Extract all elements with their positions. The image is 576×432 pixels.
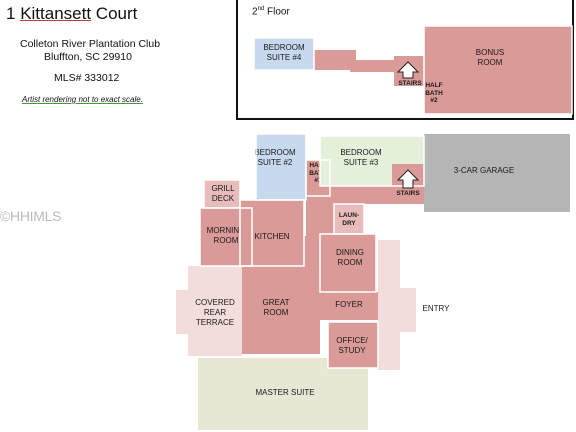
master-suite bbox=[198, 358, 368, 430]
wall-bedroom-2 bbox=[255, 133, 307, 201]
second-floor-hall-2 bbox=[350, 60, 394, 72]
bedroom-suite-2 bbox=[256, 134, 306, 200]
dining-room-label: DINING ROOM bbox=[336, 248, 364, 267]
office-study-label: OFFICE/ STUDY bbox=[336, 336, 368, 355]
hallway-center bbox=[306, 196, 334, 236]
half-bath-1-label: HALF BATH #1 bbox=[309, 162, 327, 184]
wall-bedroom-3 bbox=[319, 135, 425, 187]
kitchen-label: KITCHEN bbox=[254, 232, 290, 241]
morning-room-label: MORNING ROOM bbox=[206, 226, 246, 245]
bedroom-suite-4 bbox=[254, 38, 314, 70]
office-study bbox=[328, 322, 378, 368]
watermark: ©HHIMLS bbox=[0, 208, 62, 224]
wall-laundry bbox=[333, 203, 365, 235]
second-floor-hall bbox=[314, 50, 356, 70]
bedroom-suite-4-label: BEDROOM SUITE #4 bbox=[263, 43, 305, 62]
covered-rear-terrace-label: COVERED REAR TERRACE bbox=[195, 298, 235, 327]
wall-grill-deck bbox=[203, 179, 241, 209]
city-state-zip: Bluffton, SC 29910 bbox=[44, 51, 132, 63]
covered-rear-terrace-area bbox=[188, 266, 242, 356]
bedroom-suite-3-label: BEDROOM SUITE #3 bbox=[340, 148, 382, 167]
wall-bonus bbox=[423, 25, 573, 115]
foyer bbox=[320, 292, 378, 320]
stairs-2f-arrow-icon bbox=[396, 61, 420, 79]
great-room bbox=[242, 266, 304, 354]
grill-deck bbox=[204, 180, 240, 208]
second-floor-label: 2nd Floor bbox=[252, 6, 290, 18]
great-room-gallery bbox=[300, 236, 320, 354]
great-room-label: GREAT ROOM bbox=[262, 298, 290, 317]
mls-number: MLS# 333012 bbox=[54, 72, 120, 84]
foyer-label: FOYER bbox=[335, 300, 363, 309]
terrace-steps bbox=[176, 290, 190, 334]
wall-dining bbox=[319, 233, 377, 293]
property-title: 1 Kittansett Court bbox=[6, 4, 138, 23]
street-name: Kittansett bbox=[20, 4, 92, 23]
laundry-label: LAUN- DRY bbox=[338, 212, 360, 227]
wall-morning bbox=[199, 207, 253, 267]
laundry bbox=[334, 204, 364, 234]
bonus-room-label: BONUS ROOM bbox=[475, 48, 505, 67]
bedroom-suite-2-label: BEDROOM SUITE #2 bbox=[254, 148, 296, 167]
dining-room bbox=[320, 234, 376, 292]
stairs-2f-label: STAIRS bbox=[398, 80, 422, 87]
community-name: Colleton River Plantation Club bbox=[20, 38, 161, 50]
garage bbox=[424, 134, 570, 212]
kitchen bbox=[240, 200, 304, 266]
second-floor-frame bbox=[236, 0, 574, 120]
wall-office bbox=[327, 321, 379, 369]
master-suite-label: MASTER SUITE bbox=[255, 388, 315, 397]
entry-steps bbox=[400, 288, 416, 332]
wall-half-bath-1 bbox=[305, 159, 331, 197]
stairs-1f-arrow-icon bbox=[396, 169, 420, 189]
front-porch bbox=[378, 240, 400, 370]
garage-label: 3-CAR GARAGE bbox=[453, 166, 515, 175]
grill-deck-label: GRILL DECK bbox=[211, 184, 235, 203]
entry-label: ENTRY bbox=[422, 304, 450, 313]
stairs-1f-label: STAIRS bbox=[396, 190, 420, 197]
half-bath-2-label: HALF BATH #2 bbox=[425, 82, 443, 104]
disclaimer: Artist rendering not to exact scale. bbox=[22, 95, 143, 104]
wall-kitchen bbox=[239, 199, 305, 267]
wall-bedroom-4 bbox=[253, 37, 315, 71]
bonus-room bbox=[424, 26, 572, 114]
